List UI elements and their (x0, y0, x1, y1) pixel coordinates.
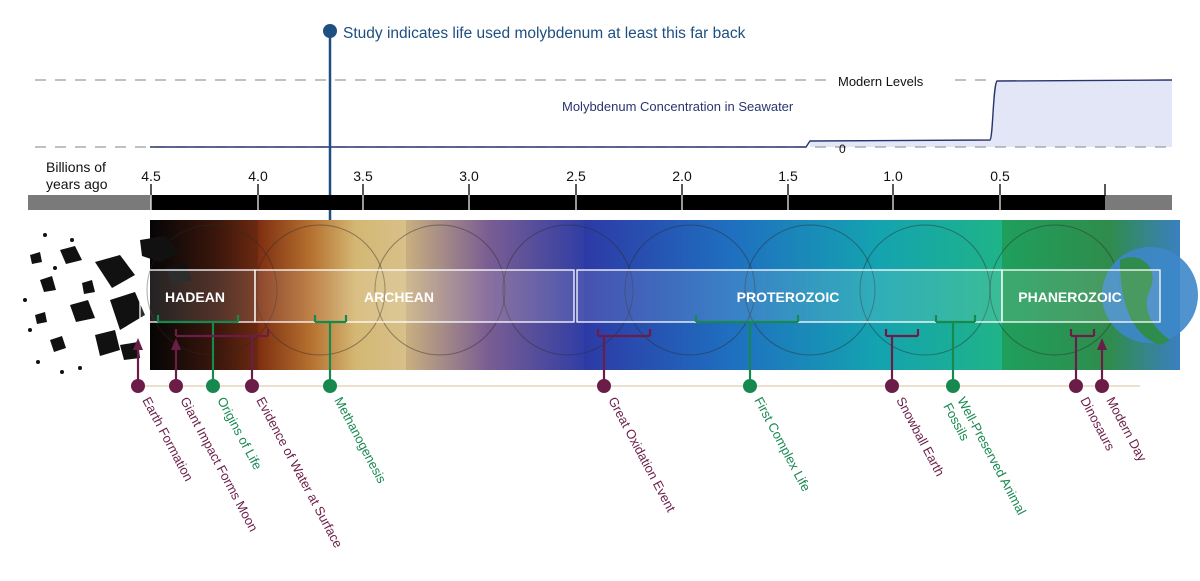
axis-tick-label: 4.5 (141, 168, 161, 184)
event-dot (131, 379, 145, 393)
event-dot (169, 379, 183, 393)
axis-title-line2: years ago (46, 176, 108, 192)
era-box-hadean (139, 269, 256, 323)
era-label-proterozoic: PROTEROZOIC (737, 289, 840, 305)
axis-bar-left-gray (28, 195, 151, 210)
event-dot (885, 379, 899, 393)
axis-tick-label: 2.5 (566, 168, 586, 184)
event-dot (206, 379, 220, 393)
era-label-hadean: HADEAN (165, 289, 225, 305)
modern-levels-label: Modern Levels (838, 74, 924, 89)
event-dot (743, 379, 757, 393)
event-dot (946, 379, 960, 393)
era-label-phanerozoic: PHANEROZOIC (1018, 289, 1121, 305)
event-label: Well-Preserved Animal (954, 394, 1029, 517)
event-label: First Complex Life (751, 394, 813, 494)
moly-fill-area (810, 80, 1172, 147)
event-dot (597, 379, 611, 393)
callout-text: Study indicates life used molybdenum at … (343, 25, 746, 42)
axis-bar-right-gray (1105, 195, 1172, 210)
callout-dot (323, 24, 337, 38)
event-dot (1095, 379, 1109, 393)
event-dot (1069, 379, 1083, 393)
event-dot (245, 379, 259, 393)
event-dot (323, 379, 337, 393)
axis-tick-label: 1.5 (778, 168, 798, 184)
axis-tick-label: 3.5 (353, 168, 373, 184)
era-band: HADEAN ARCHEAN PROTEROZOIC PHANEROZOIC (23, 220, 1198, 374)
time-axis: Billions of years ago 4.5 4.0 3.5 3.0 2.5 2.0… (28, 159, 1172, 210)
era-label-archean: ARCHEAN (364, 289, 434, 305)
event-label: Evidence of Water at Surface (253, 394, 345, 550)
axis-tick-label: 4.0 (248, 168, 268, 184)
rock-debris (23, 233, 192, 374)
axis-tick-label: 2.0 (672, 168, 692, 184)
axis-tick-label: 3.0 (459, 168, 479, 184)
event-label: Modern Day (1103, 394, 1150, 464)
axis-tick-label: 1.0 (883, 168, 903, 184)
zero-label: 0 (839, 142, 846, 156)
event-label: Snowball Earth (893, 394, 947, 478)
event-label: Great Oxidation Event (605, 394, 678, 514)
era-box-phanerozoic (1001, 269, 1161, 323)
axis-tick-label: 0.5 (990, 168, 1010, 184)
moly-concentration-label: Molybdenum Concentration in Seawater (562, 99, 794, 114)
molybdenum-panel: Modern Levels Molybdenum Concentration i… (35, 74, 1173, 156)
era-box-archean (254, 269, 575, 323)
axis-title-line1: Billions of (46, 159, 106, 175)
axis-bar (151, 195, 1105, 210)
event-label: Methanogenesis (331, 394, 389, 486)
moly-curve (150, 79, 1173, 148)
